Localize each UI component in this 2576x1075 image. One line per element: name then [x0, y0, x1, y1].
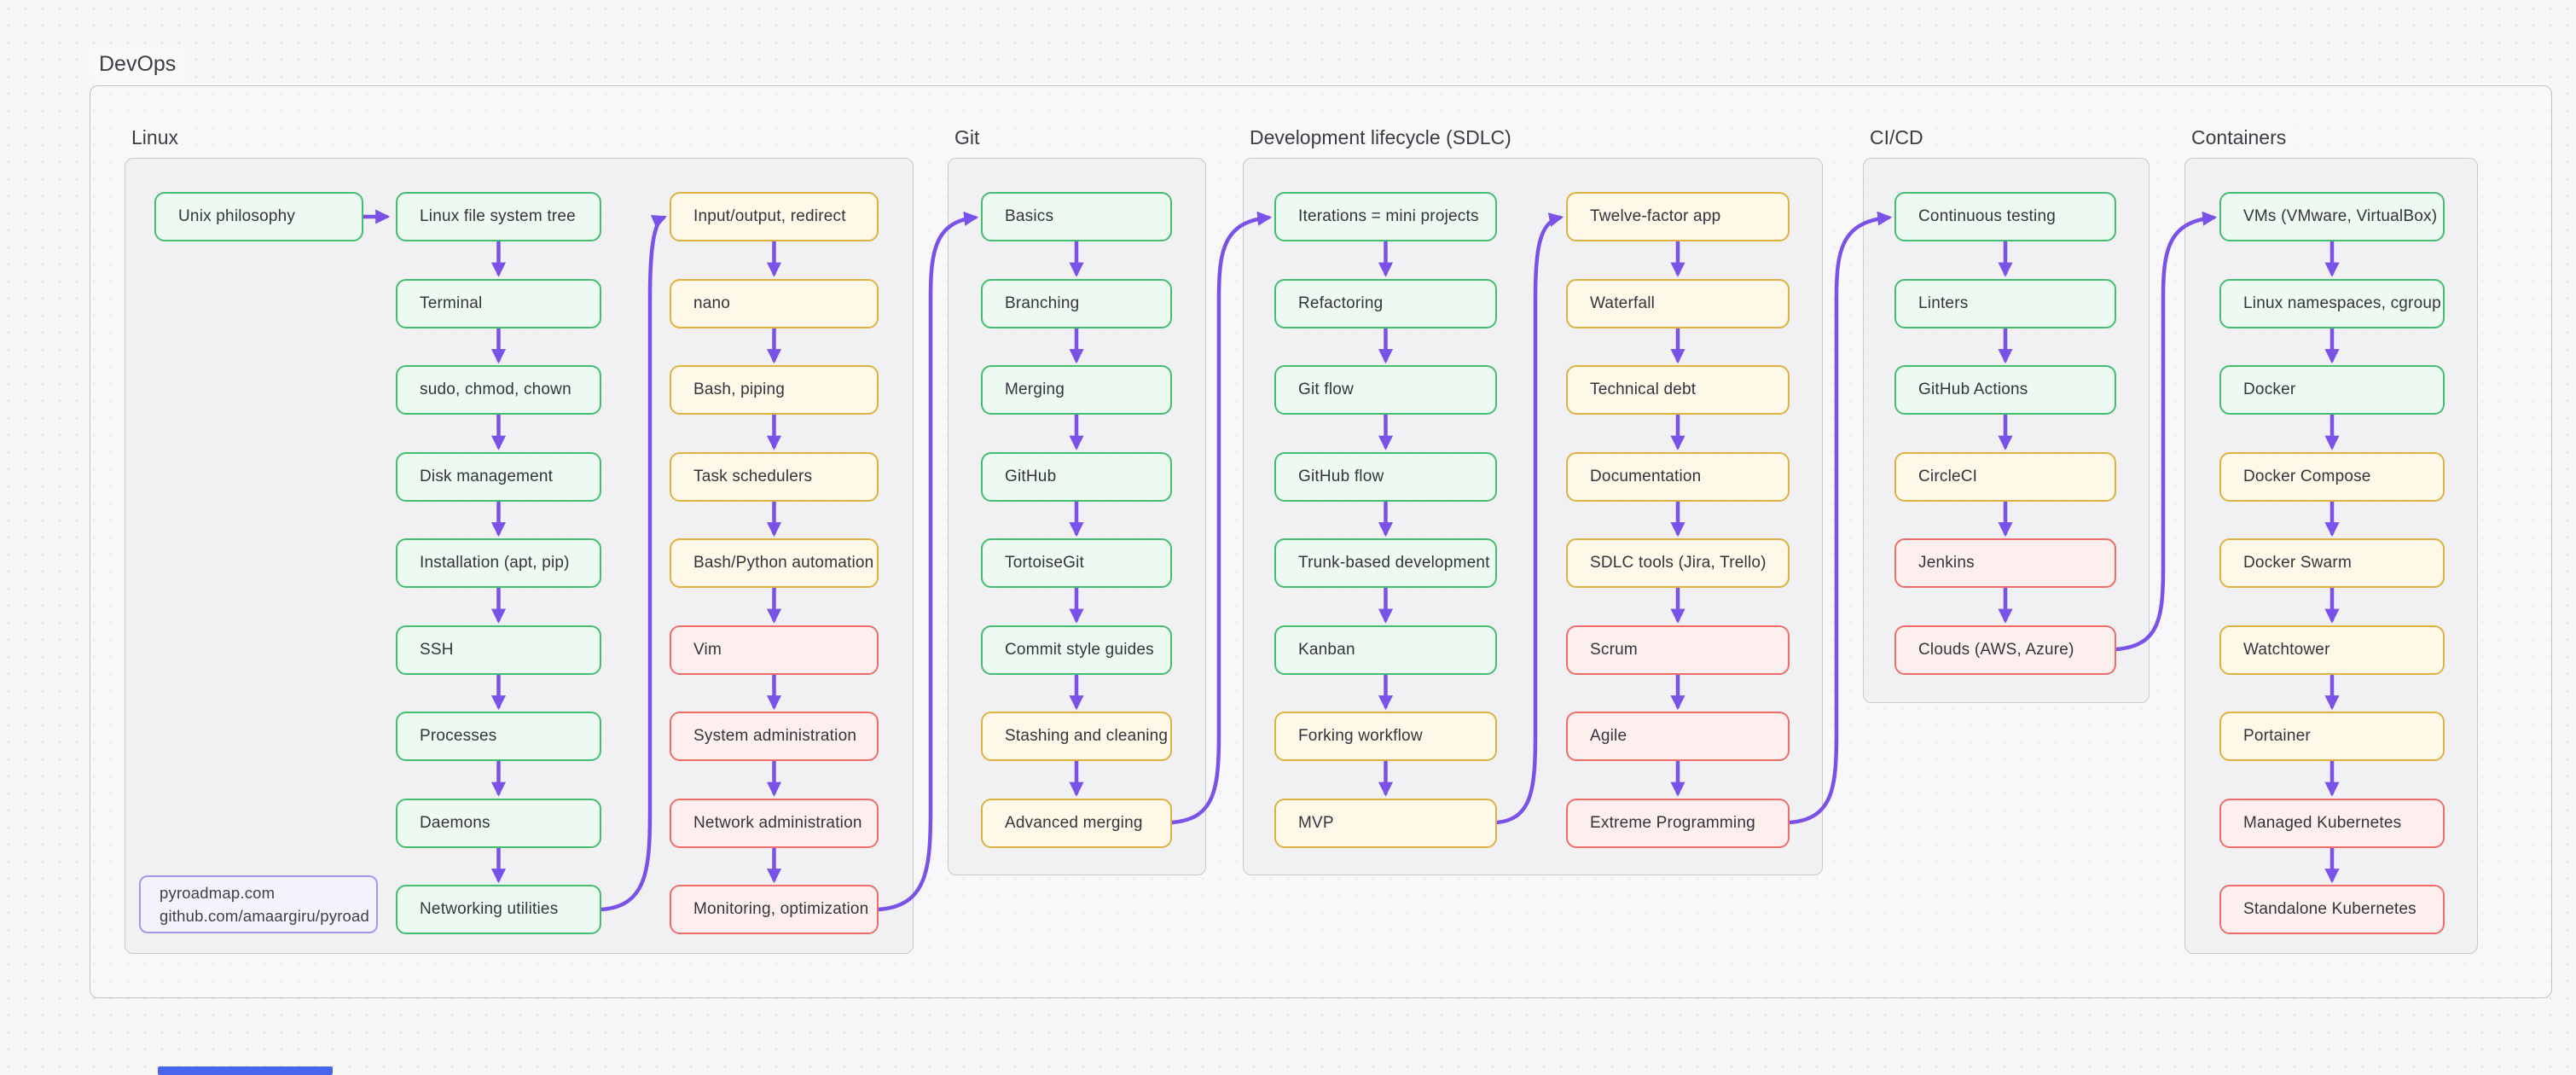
section-box-git[interactable] [948, 158, 1206, 875]
node-forking-workflow[interactable]: Forking workflow [1274, 712, 1497, 761]
node-vms-vmware-virtualbox[interactable]: VMs (VMware, VirtualBox) [2219, 192, 2445, 241]
node-docker[interactable]: Docker [2219, 365, 2445, 415]
node-docker-swarm[interactable]: Docker Swarm [2219, 538, 2445, 588]
node-git-flow[interactable]: Git flow [1274, 365, 1497, 415]
node-branching[interactable]: Branching [981, 278, 1172, 328]
node-installation-apt-pip[interactable]: Installation (apt, pip) [396, 538, 601, 588]
node-agile[interactable]: Agile [1566, 712, 1790, 761]
node-kanban[interactable]: Kanban [1274, 625, 1497, 675]
node-stashing-and-cleaning[interactable]: Stashing and cleaning [981, 712, 1172, 761]
node-bash-piping[interactable]: Bash, piping [670, 365, 879, 415]
node-twelve-factor-app[interactable]: Twelve-factor app [1566, 192, 1790, 241]
node-task-schedulers[interactable]: Task schedulers [670, 451, 879, 502]
node-docker-compose[interactable]: Docker Compose [2219, 451, 2445, 502]
node-sudo-chmod-chown[interactable]: sudo, chmod, chown [396, 365, 601, 415]
node-terminal[interactable]: Terminal [396, 278, 601, 328]
section-label-containers: Containers [2183, 124, 2295, 152]
node-linux-file-system-tree[interactable]: Linux file system tree [396, 192, 601, 241]
node-advanced-merging[interactable]: Advanced merging [981, 798, 1172, 848]
node-clouds-aws-azure[interactable]: Clouds (AWS, Azure) [1894, 625, 2116, 675]
node-networking-utilities[interactable]: Networking utilities [396, 885, 601, 934]
node-github-flow[interactable]: GitHub flow [1274, 451, 1497, 502]
section-label-cicd: CI/CD [1861, 124, 1932, 152]
node-circleci[interactable]: CircleCI [1894, 451, 2116, 502]
node-continuous-testing[interactable]: Continuous testing [1894, 192, 2116, 241]
node-nano[interactable]: nano [670, 278, 879, 328]
node-github[interactable]: GitHub [981, 451, 1172, 502]
node-bash-python-automation[interactable]: Bash/Python automation [670, 538, 879, 588]
node-watchtower[interactable]: Watchtower [2219, 625, 2445, 675]
node-standalone-kubernetes[interactable]: Standalone Kubernetes [2219, 885, 2445, 934]
node-mvp[interactable]: MVP [1274, 798, 1497, 848]
note-links[interactable]: pyroadmap.com github.com/amaargiru/pyroad [139, 875, 378, 933]
node-tortoisegit[interactable]: TortoiseGit [981, 538, 1172, 588]
node-extreme-programming[interactable]: Extreme Programming [1566, 798, 1790, 848]
section-label-git: Git [946, 124, 989, 152]
node-managed-kubernetes[interactable]: Managed Kubernetes [2219, 798, 2445, 848]
node-ssh[interactable]: SSH [396, 625, 601, 675]
partial-blue-element [158, 1066, 333, 1075]
node-vim[interactable]: Vim [670, 625, 879, 675]
note-line: github.com/amaargiru/pyroad [160, 906, 370, 925]
node-input-output-redirect[interactable]: Input/output, redirect [670, 192, 879, 241]
node-commit-style-guides[interactable]: Commit style guides [981, 625, 1172, 675]
node-linters[interactable]: Linters [1894, 278, 2116, 328]
section-box-sdlc[interactable] [1243, 158, 1823, 875]
node-waterfall[interactable]: Waterfall [1566, 278, 1790, 328]
node-github-actions[interactable]: GitHub Actions [1894, 365, 2116, 415]
node-sdlc-tools-jira-trello[interactable]: SDLC tools (Jira, Trello) [1566, 538, 1790, 588]
node-iterations-mini-projects[interactable]: Iterations = mini projects [1274, 192, 1497, 241]
node-jenkins[interactable]: Jenkins [1894, 538, 2116, 588]
node-refactoring[interactable]: Refactoring [1274, 278, 1497, 328]
node-processes[interactable]: Processes [396, 712, 601, 761]
page-title: DevOps [90, 49, 185, 79]
node-technical-debt[interactable]: Technical debt [1566, 365, 1790, 415]
node-unix-philosophy[interactable]: Unix philosophy [154, 192, 363, 241]
node-trunk-based-development[interactable]: Trunk-based development [1274, 538, 1497, 588]
node-monitoring-optimization[interactable]: Monitoring, optimization [670, 885, 879, 934]
node-network-administration[interactable]: Network administration [670, 798, 879, 848]
node-basics[interactable]: Basics [981, 192, 1172, 241]
section-label-linux: Linux [123, 124, 187, 152]
node-linux-namespaces-cgroup[interactable]: Linux namespaces, cgroup [2219, 278, 2445, 328]
section-label-sdlc: Development lifecycle (SDLC) [1241, 124, 1520, 152]
node-system-administration[interactable]: System administration [670, 712, 879, 761]
node-disk-management[interactable]: Disk management [396, 451, 601, 502]
node-scrum[interactable]: Scrum [1566, 625, 1790, 675]
note-line: pyroadmap.com [160, 883, 276, 902]
node-daemons[interactable]: Daemons [396, 798, 601, 848]
node-documentation[interactable]: Documentation [1566, 451, 1790, 502]
node-portainer[interactable]: Portainer [2219, 712, 2445, 761]
node-merging[interactable]: Merging [981, 365, 1172, 415]
